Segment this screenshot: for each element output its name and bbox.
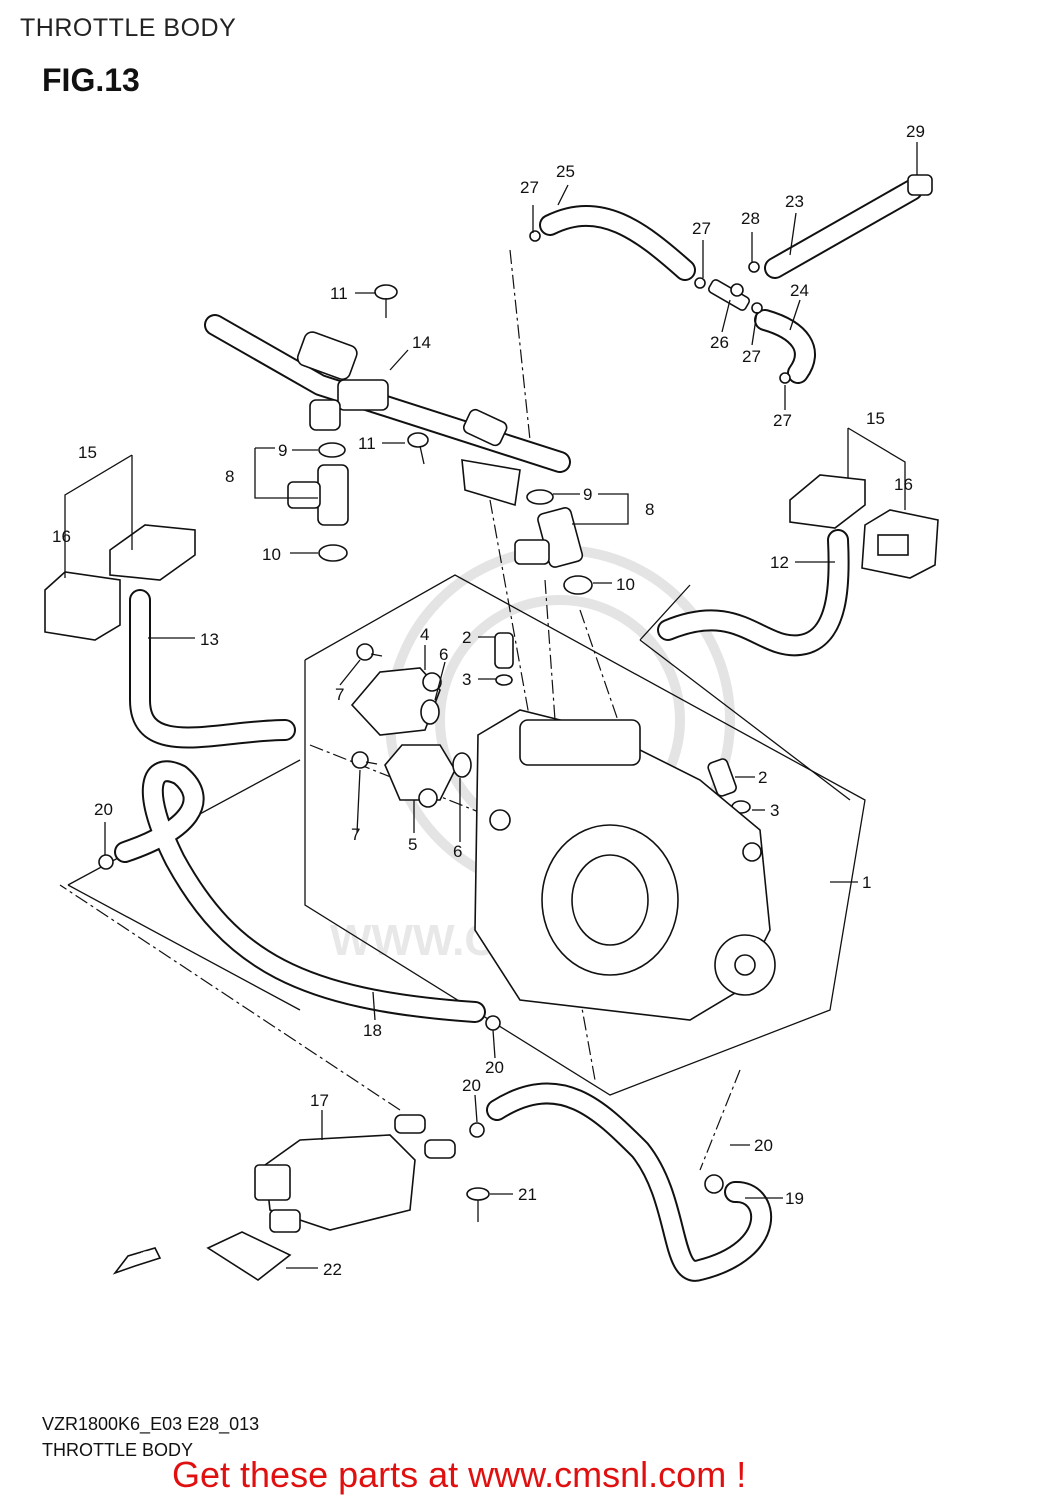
- cta-link[interactable]: Get these parts at www.cmsnl.com !: [172, 1454, 747, 1495]
- model-code: VZR1800K6_E03 E28_013: [42, 1414, 260, 1434]
- clip-29: [907, 174, 933, 196]
- callout-3: 3: [770, 801, 779, 820]
- callout-26: 26: [710, 333, 729, 352]
- fuel-injector-8-right: [514, 489, 593, 595]
- callout-11: 11: [330, 284, 348, 303]
- clips-27-28: [529, 230, 791, 384]
- callout-11: 11: [358, 434, 376, 453]
- callout-6: 6: [439, 645, 448, 664]
- callout-22: 22: [323, 1260, 342, 1279]
- callout-20: 20: [754, 1136, 773, 1155]
- pad-22: [206, 1231, 292, 1281]
- callout-20: 20: [94, 800, 113, 819]
- coupler-15-left: [109, 524, 196, 581]
- callout-27: 27: [692, 219, 711, 238]
- screw-11-lower: [407, 432, 429, 465]
- callout-8: 8: [645, 500, 654, 519]
- callout-6: 6: [453, 842, 462, 861]
- figure-number: FIG.13: [42, 62, 140, 98]
- fuel-injector-8-left: [287, 442, 349, 562]
- hose-23: [764, 179, 923, 279]
- callout-5: 5: [408, 835, 417, 854]
- screw-21: [466, 1187, 490, 1222]
- callout-20: 20: [485, 1058, 504, 1077]
- callout-23: 23: [785, 192, 804, 211]
- callout-8: 8: [225, 467, 234, 486]
- callout-17: 17: [310, 1091, 329, 1110]
- callout-24: 24: [790, 281, 809, 300]
- hose-19: [486, 1082, 773, 1282]
- cap-16-left: [44, 571, 121, 641]
- callout-4: 4: [420, 625, 429, 644]
- callout-15: 15: [866, 409, 885, 428]
- o-rings-6: [420, 699, 472, 778]
- idle-speed-valve-17: [254, 1114, 456, 1233]
- sensor-4: [350, 667, 442, 736]
- cap-16-right: [861, 509, 939, 579]
- page-title: THROTTLE BODY: [20, 14, 237, 42]
- callout-19: 19: [785, 1189, 804, 1208]
- callout-10: 10: [616, 575, 635, 594]
- fuel-delivery-pipe-14: [204, 314, 571, 507]
- callout-7: 7: [335, 685, 344, 704]
- callout-27: 27: [742, 347, 761, 366]
- hose-13: [129, 589, 296, 749]
- callout-12: 12: [770, 553, 789, 572]
- coupler-15-right: [789, 474, 866, 529]
- joint-26: [707, 279, 751, 311]
- callout-13: 13: [200, 630, 219, 649]
- callout-16: 16: [894, 475, 913, 494]
- callout-29: 29: [906, 122, 925, 141]
- callout-21: 21: [518, 1185, 537, 1204]
- callout-9: 9: [583, 485, 592, 504]
- callout-20: 20: [462, 1076, 481, 1095]
- callout-14: 14: [412, 333, 431, 352]
- hose-24: [754, 309, 816, 384]
- callout-25: 25: [556, 162, 575, 181]
- callout-18: 18: [363, 1021, 382, 1040]
- callout-2: 2: [758, 768, 767, 787]
- screw-11-upper: [374, 284, 398, 318]
- callout-1: 1: [862, 873, 871, 892]
- callout-16: 16: [52, 527, 71, 546]
- callout-15: 15: [78, 443, 97, 462]
- hose-12: [657, 529, 850, 657]
- callout-2: 2: [462, 628, 471, 647]
- callout-10: 10: [262, 545, 281, 564]
- leader-lines: [64, 142, 918, 1269]
- screws-7: [351, 643, 383, 769]
- callout-9: 9: [278, 441, 287, 460]
- fwd-direction-arrow: FWD: [112, 1247, 162, 1275]
- throttle-body-1: [474, 709, 776, 1021]
- callout-28: 28: [741, 209, 760, 228]
- plugs-2-and-o-rings-3: [494, 632, 751, 814]
- callout-numbers: 1 2 2 3 3 4 5 6 6 7 7 8 8 9 9 10 10 11 1…: [52, 122, 925, 1279]
- hose-18: [114, 760, 486, 1023]
- callout-3: 3: [462, 670, 471, 689]
- callout-27: 27: [520, 178, 539, 197]
- callout-27: 27: [773, 411, 792, 430]
- section-name: THROTTLE BODY: [42, 1440, 194, 1460]
- hose-25: [539, 204, 696, 281]
- callout-7: 7: [351, 825, 360, 844]
